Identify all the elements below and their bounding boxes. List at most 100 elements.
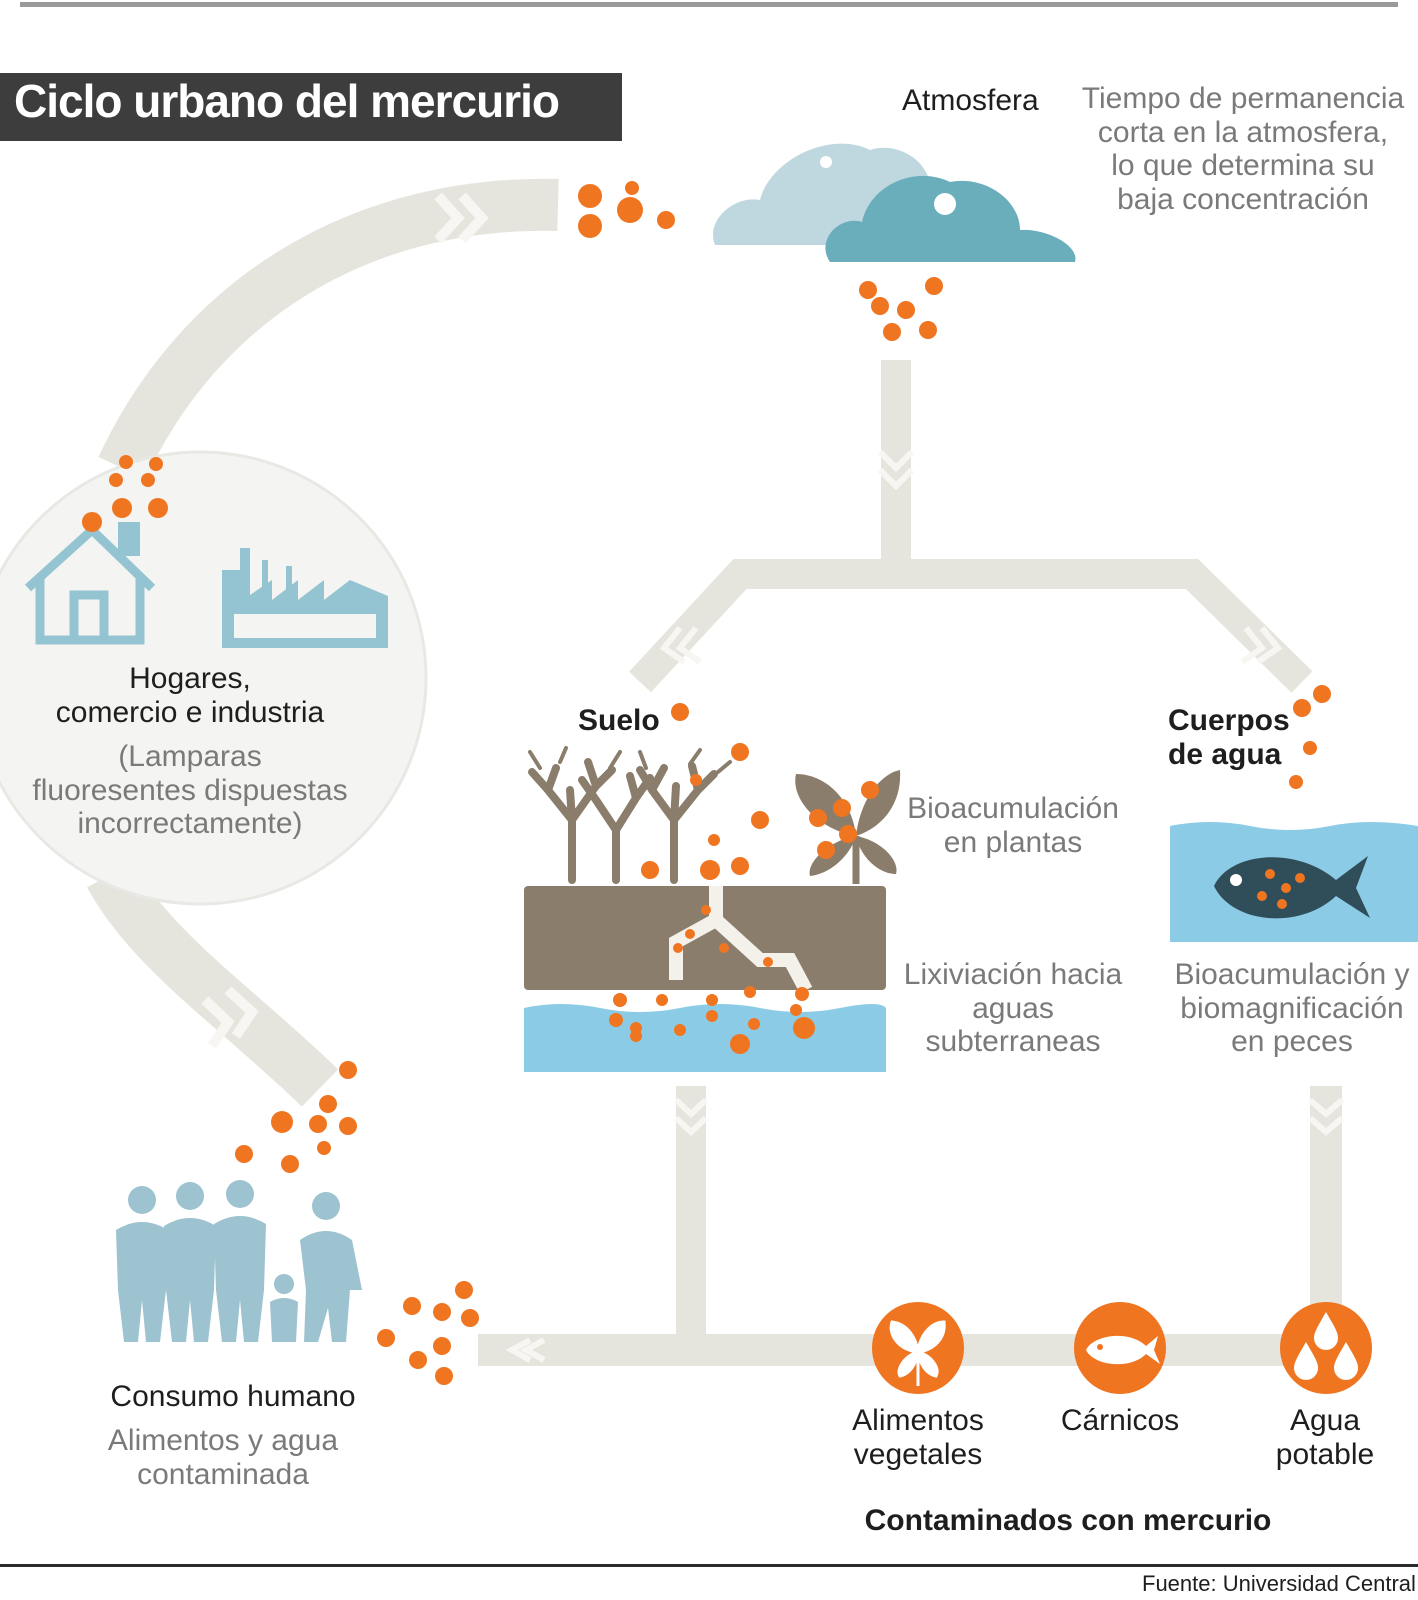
mercury-drop (763, 957, 773, 967)
source-credit: Fuente: Universidad Central (1142, 1571, 1416, 1596)
mercury-drop (817, 841, 835, 859)
mercury-drop (793, 1017, 815, 1039)
mercury-drop (625, 181, 639, 195)
mercury-drop (744, 986, 756, 998)
mercury-drop (731, 743, 749, 761)
mercury-drop (271, 1111, 293, 1133)
mercury-drop (700, 860, 720, 880)
mercury-drop (871, 297, 889, 315)
soil-block (524, 886, 886, 990)
left-chevron (659, 626, 702, 665)
mercury-drop (795, 987, 809, 1001)
mercury-drop (1257, 891, 1267, 901)
mercury-drop (433, 1337, 451, 1355)
mercury-drop (809, 809, 827, 827)
mercury-drop (925, 277, 943, 295)
products-caption: Contaminados con mercurio (864, 1504, 1272, 1537)
mercury-drop (674, 1024, 686, 1036)
mercury-drop (339, 1061, 357, 1079)
arc-arrow-to-atmosphere (98, 178, 559, 480)
mercury-drop (141, 473, 155, 487)
mercury-drop (730, 1034, 750, 1054)
mercury-drop (897, 301, 915, 319)
suelo-label: Suelo (578, 704, 660, 737)
mercury-drop (461, 1309, 479, 1327)
cuerpos-agua-note: Bioacumulación y biomagnificación en pec… (1174, 958, 1410, 1059)
mercury-drop (790, 1004, 802, 1016)
mercury-drop (706, 1010, 718, 1022)
mercury-drop (839, 825, 857, 843)
hogares-note: (Lamparas fluoresentes dispuestas incorr… (32, 740, 348, 841)
house-icon (24, 522, 156, 645)
mercury-drop (617, 197, 643, 223)
groundwater (524, 1004, 886, 1072)
mercury-drop (339, 1117, 357, 1135)
cloud-icon (713, 143, 1076, 262)
mercury-drop (656, 994, 668, 1006)
mercury-drop (82, 512, 102, 532)
mercury-drop (630, 1030, 642, 1042)
mercury-drop (1281, 883, 1291, 893)
product-icon-carnicos (1074, 1302, 1166, 1394)
mercury-drop (319, 1095, 337, 1113)
mercury-drop (706, 994, 718, 1006)
lixiviacion-note: Lixiviación hacia aguas subterraneas (903, 958, 1123, 1059)
people-icon (116, 1180, 362, 1342)
plantas-note: Bioacumulación en plantas (907, 792, 1119, 859)
mercury-drop (148, 498, 168, 518)
fish-icon (1214, 856, 1370, 919)
mercury-drop (1295, 873, 1305, 883)
mercury-drop (578, 214, 602, 238)
atmosfera-note: Tiempo de permanencia corta en la atmosf… (1081, 82, 1405, 216)
mercury-drop (119, 455, 133, 469)
mercury-drop (112, 498, 132, 518)
mercury-drop (317, 1141, 331, 1155)
mercury-drop (1293, 699, 1311, 717)
mercury-drop (719, 943, 729, 953)
mercury-drop (859, 281, 877, 299)
product-label-agua: Agua potable (1275, 1404, 1375, 1471)
mercury-drop (1313, 685, 1331, 703)
atmosfera-label: Atmosfera (902, 84, 1039, 117)
title-banner (0, 73, 622, 141)
mercury-drop (833, 799, 851, 817)
mercury-drop (435, 1367, 453, 1385)
mercury-drop (685, 929, 695, 939)
right-chevron (1240, 626, 1283, 665)
cuerpos-agua-label: Cuerpos de agua (1168, 704, 1290, 771)
mercury-drop (731, 857, 749, 875)
mercury-drop (578, 184, 602, 208)
mercury-drop (883, 323, 901, 341)
mercury-drop (309, 1115, 327, 1133)
leaching-path (669, 886, 813, 994)
hogares-circle (0, 450, 428, 906)
mercury-drop (641, 861, 659, 879)
split-arrow-atmosphere (628, 360, 1313, 693)
mercury-drop (657, 211, 675, 229)
mercury-drop (919, 321, 937, 339)
mercury-drop (1303, 741, 1317, 755)
mercury-drop (403, 1297, 421, 1315)
hogares-label: Hogares, comercio e industria (55, 662, 325, 729)
arrow-agua-down (1308, 1086, 1344, 1316)
mercury-drop (1277, 899, 1287, 909)
mercury-drop (701, 905, 711, 915)
arrow-suelo-down (673, 1086, 709, 1338)
consumo-note: Alimentos y agua contaminada (107, 1424, 339, 1491)
trees-icon (528, 746, 732, 884)
mercury-drop (748, 1018, 760, 1030)
mercury-drop (1289, 775, 1303, 789)
mercury-droplets (82, 181, 1331, 1385)
mercury-drop (690, 774, 702, 786)
product-icon-alimentos (872, 1302, 964, 1394)
top-rule (20, 2, 1398, 7)
bottom-rule (0, 1564, 1418, 1567)
page-title: Ciclo urbano del mercurio (14, 75, 560, 127)
consumo-label: Consumo humano (110, 1380, 356, 1413)
arc-arrow-to-consumo (87, 862, 339, 1107)
mercury-drop (613, 993, 627, 1007)
mercury-drop (609, 1013, 623, 1027)
plant-icon (795, 770, 901, 884)
mercury-drop (109, 473, 123, 487)
product-label-alimentos: Alimentos vegetales (852, 1404, 984, 1471)
